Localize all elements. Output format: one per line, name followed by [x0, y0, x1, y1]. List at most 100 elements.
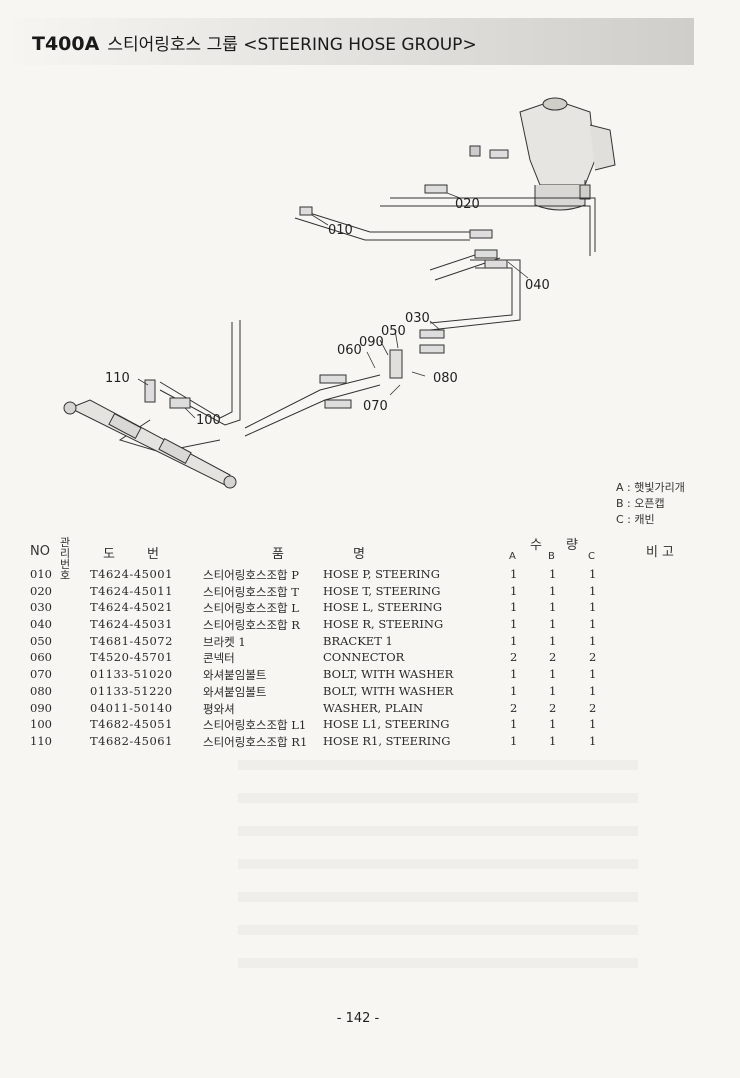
group-title: 스티어링호스 그룹 <STEERING HOSE GROUP> [107, 35, 477, 55]
callout-100: 100 [196, 413, 221, 428]
qty-b: 1 [549, 583, 557, 598]
scan-stripe [238, 958, 638, 968]
table-row: 030 T4624-45021 스티어링호스조합 L HOSE L, STEERING… [0, 600, 740, 617]
legend-a: A : 햇빛가리개 [616, 481, 685, 494]
callout-010: 010 [328, 223, 353, 238]
qty-b: 1 [549, 600, 557, 615]
row-no: 100 [30, 717, 52, 732]
part-number: T4520-45701 [90, 650, 173, 665]
qty-b: 1 [549, 617, 557, 632]
steering-hose-diagram: 010 020 030 040 050 060 070 080 090 100 … [63, 97, 616, 489]
part-number: T4624-45021 [90, 600, 173, 615]
part-name-kr: 콘넥터 [203, 651, 235, 666]
page-number: - 142 - [336, 1011, 380, 1026]
legend-b: B : 오픈캡 [616, 497, 665, 510]
table-row: 010 T4624-45001 스티어링호스조합 P HOSE P, STEERING… [0, 567, 740, 584]
callout-110: 110 [105, 371, 130, 386]
callout-090: 090 [359, 335, 384, 350]
part-name-en: HOSE L, STEERING [323, 600, 443, 615]
part-name-kr: 스티어링호스조합 P [203, 568, 300, 582]
callout-070: 070 [363, 399, 388, 414]
callout-020: 020 [455, 197, 480, 212]
part-name-en: BRACKET 1 [323, 633, 393, 648]
callout-040: 040 [525, 278, 550, 293]
part-number: 01133-51020 [90, 667, 173, 682]
qty-a: 1 [510, 667, 518, 682]
part-name-kr: 스티어링호스조합 R1 [203, 734, 308, 749]
parts-table-body: 010 T4624-45001 스티어링호스조합 P HOSE P, STEERING… [0, 567, 740, 751]
qty-c: 2 [589, 650, 597, 665]
qty-c: 1 [589, 567, 597, 581]
qty-c: 1 [589, 717, 597, 732]
model-code: T400A [32, 33, 100, 55]
qty-a: 1 [510, 633, 518, 648]
qty-b: 1 [549, 633, 557, 648]
qty-a: 2 [510, 650, 518, 665]
part-name-en: WASHER, PLAIN [323, 700, 424, 715]
part-name-en: HOSE P, STEERING [323, 567, 440, 581]
row-no: 070 [30, 667, 52, 682]
part-name-kr: 스티어링호스조합 T [203, 584, 299, 599]
row-no: 060 [30, 650, 52, 665]
steering-cylinder-illustration [63, 399, 237, 489]
part-name-kr: 평와셔 [203, 701, 235, 716]
part-number: T4682-45061 [90, 733, 173, 748]
part-name-kr: 와셔붙임볼트 [203, 668, 267, 683]
qty-c: 1 [589, 633, 597, 648]
row-no: 030 [30, 600, 52, 615]
qty-a: 1 [510, 683, 518, 698]
part-name-kr: 스티어링호스조합 L1 [203, 718, 307, 733]
part-name-kr: 와셔붙임볼트 [203, 684, 267, 699]
qty-b: 1 [549, 733, 557, 748]
header-col-a: A [509, 551, 516, 562]
callout-080: 080 [433, 371, 458, 386]
qty-a: 1 [510, 717, 518, 732]
scan-stripe [238, 859, 638, 869]
part-name-kr: 스티어링호스조합 L [203, 601, 299, 616]
callout-050: 050 [381, 324, 406, 339]
qty-c: 1 [589, 583, 597, 598]
qty-a: 1 [510, 600, 518, 615]
qty-b: 2 [549, 700, 557, 715]
header-drawing-1: 도 [103, 547, 115, 562]
part-name-en: HOSE L1, STEERING [323, 717, 450, 732]
row-no: 080 [30, 683, 52, 698]
row-no: 050 [30, 633, 52, 648]
row-no: 010 [30, 567, 52, 581]
part-name-en: BOLT, WITH WASHER [323, 667, 454, 682]
part-name-en: HOSE R1, STEERING [323, 733, 451, 748]
page-title: T400A 스티어링호스 그룹 <STEERING HOSE GROUP> [32, 30, 477, 55]
header-no: NO [30, 544, 50, 559]
part-number: 01133-51220 [90, 683, 173, 698]
row-no: 020 [30, 583, 52, 598]
part-number: T4681-45072 [90, 633, 173, 648]
qty-c: 1 [589, 617, 597, 632]
qty-b: 1 [549, 683, 557, 698]
part-number: T4682-45051 [90, 717, 173, 732]
steering-unit-illustration [519, 97, 616, 211]
qty-b: 1 [549, 567, 557, 581]
scan-stripe [238, 826, 638, 836]
scan-stripe [238, 892, 638, 902]
part-number: T4624-45001 [90, 567, 173, 581]
part-name-kr: 브라켓 1 [203, 634, 246, 649]
part-number: T4624-45031 [90, 617, 173, 632]
page-header: T400A 스티어링호스 그룹 <STEERING HOSE GROUP> [0, 18, 694, 65]
cab-type-legend: A : 햇빛가리개 B : 오픈캡 C : 캐빈 [616, 480, 685, 528]
row-no: 040 [30, 617, 52, 632]
part-number: T4624-45011 [90, 583, 173, 598]
header-name-2: 명 [353, 547, 365, 562]
qty-a: 1 [510, 567, 518, 581]
qty-c: 1 [589, 733, 597, 748]
qty-b: 2 [549, 650, 557, 665]
header-mgmt-no: 관리번호 [59, 536, 71, 582]
part-name-kr: 스티어링호스조합 R [203, 618, 300, 633]
qty-a: 1 [510, 617, 518, 632]
part-name-en: BOLT, WITH WASHER [323, 683, 454, 698]
scan-stripe [238, 760, 638, 770]
qty-c: 1 [589, 600, 597, 615]
